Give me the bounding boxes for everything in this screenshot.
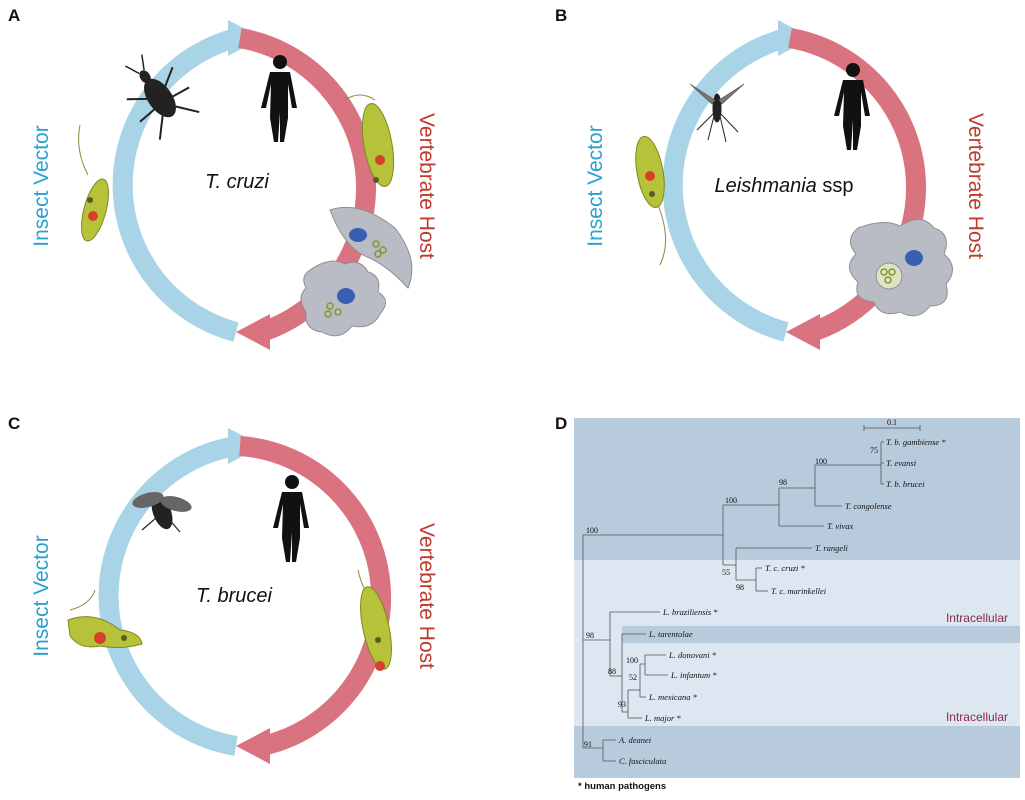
taxon-t-evansi: T. evansi	[886, 458, 917, 468]
trypanosome-host-icon	[344, 94, 395, 187]
bootstrap-100-donovani: 100	[626, 656, 638, 665]
bootstrap-98-cruzi: 98	[736, 583, 744, 592]
taxon-t-b-gambiense: T. b. gambiense *	[886, 437, 946, 447]
taxon-t-rangeli: T. rangeli	[815, 543, 849, 553]
panel-b-host-label: Vertebrate Host	[964, 113, 987, 259]
panel-a-host-label: Vertebrate Host	[415, 113, 438, 259]
bootstrap-88: 88	[608, 667, 616, 676]
taxon-a-deanei: A. deanei	[618, 735, 652, 745]
vector-arrow	[112, 28, 239, 342]
band-trypanosoma	[574, 418, 1020, 560]
bootstrap-75: 75	[870, 446, 878, 455]
band-leishmania	[574, 560, 1020, 726]
human-icon	[261, 55, 297, 142]
human-pathogens-footnote: * human pathogens	[578, 781, 667, 792]
host-arrowhead	[236, 728, 270, 764]
human-icon	[273, 475, 309, 562]
panel-c-vector-label: Insect Vector	[30, 535, 53, 656]
taxon-l-mexicana: L. mexicana *	[648, 692, 698, 702]
panel-b-species-genus: Leishmania	[715, 175, 817, 197]
kissing-bug-icon	[125, 54, 200, 140]
bootstrap-52: 52	[629, 673, 637, 682]
bootstrap-98-leishmania: 98	[586, 631, 594, 640]
host-arrowhead	[236, 314, 270, 350]
trypanosome-vector-icon	[78, 124, 109, 242]
scale-label: 0.1	[887, 418, 897, 427]
panel-a-letter: A	[8, 6, 21, 25]
bootstrap-100-root: 100	[586, 526, 598, 535]
tsetse-fly-icon	[132, 492, 192, 533]
panel-b-letter: B	[555, 6, 568, 25]
taxon-l-infantum: L. infantum *	[670, 670, 717, 680]
panel-a-species: T. cruzi	[205, 171, 269, 193]
host-arrow	[239, 436, 392, 756]
panel-b-lifecycle: Leishmania ssp Insect Vector Vertebrate …	[584, 20, 987, 350]
taxon-l-tarentolae: L. tarentolae	[648, 629, 693, 639]
intracellular-label-bottom: Intracellular	[946, 710, 1008, 724]
taxon-l-donovani: L. donovani *	[668, 650, 717, 660]
tree-branches	[582, 425, 921, 762]
taxon-t-c-marinkellei: T. c. marinkellei	[771, 586, 827, 596]
bootstrap-91: 91	[584, 740, 592, 749]
panel-a-lifecycle: T. cruzi Insect Vector Vertebrate Host	[30, 20, 438, 350]
taxon-l-braziliensis: L. braziliensis *	[662, 607, 718, 617]
panel-d-letter: D	[555, 414, 568, 433]
bootstrap-98-congolense: 98	[779, 478, 787, 487]
vector-arrow	[98, 436, 238, 756]
taxon-t-b-brucei: T. b. brucei	[886, 479, 925, 489]
promastigote-icon	[635, 135, 666, 266]
macrophage-icon	[849, 219, 953, 317]
bootstrap-93: 93	[618, 700, 626, 709]
panel-a-vector-label: Insect Vector	[30, 125, 53, 246]
panel-c-letter: C	[8, 414, 21, 433]
band-outgroup	[574, 726, 1020, 778]
human-icon	[834, 63, 870, 150]
panel-b-species: Leishmania ssp	[715, 175, 854, 197]
panel-c-lifecycle: T. brucei Insect Vector Vertebrate Host	[30, 428, 438, 764]
panel-b-species-suffix: ssp	[817, 175, 854, 197]
host-arrowhead	[786, 314, 820, 350]
macrophage-icon	[300, 260, 386, 337]
taxon-t-congolense: T. congolense	[845, 501, 892, 511]
trypanosome-host-icon	[357, 569, 392, 671]
panel-c-host-label: Vertebrate Host	[415, 523, 438, 669]
panel-b-vector-label: Insect Vector	[584, 125, 607, 246]
taxon-t-c-cruzi: T. c. cruzi *	[765, 563, 805, 573]
sandfly-icon	[689, 83, 745, 143]
panel-c-species: T. brucei	[196, 585, 273, 607]
intracellular-label-top: Intracellular	[946, 611, 1008, 625]
vector-arrow	[662, 28, 789, 342]
host-arrow	[788, 28, 927, 342]
host-cell-spindle-icon	[329, 206, 413, 289]
bootstrap-100-brucei: 100	[815, 457, 827, 466]
trypanosome-vector-icon	[67, 589, 143, 649]
bootstrap-55: 55	[722, 568, 730, 577]
taxon-c-fasciculata: C. fasciculata	[619, 756, 666, 766]
taxon-t-vivax: T. vivax	[827, 521, 854, 531]
bootstrap-100-vivax: 100	[725, 496, 737, 505]
band-tarentolae	[622, 626, 1020, 643]
taxon-l-major: L. major *	[644, 713, 681, 723]
